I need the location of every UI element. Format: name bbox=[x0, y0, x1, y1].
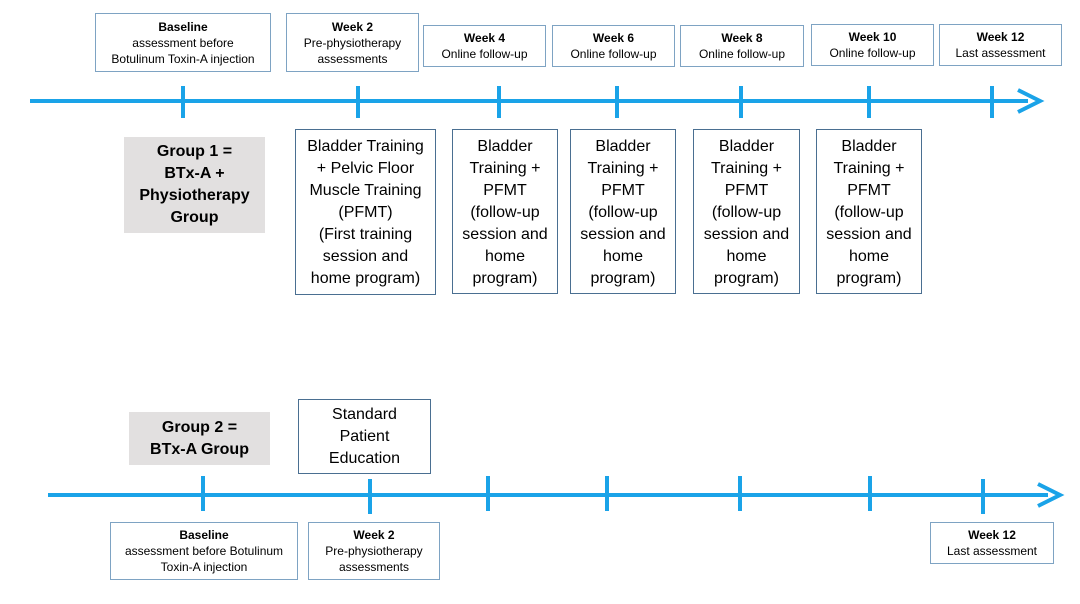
group1-timepoint-baseline: Baseline assessment before Botulinum Tox… bbox=[95, 13, 271, 72]
timepoint-description: assessment before Botulinum Toxin-A inje… bbox=[111, 35, 255, 66]
timepoint-description: Last assessment bbox=[955, 46, 1046, 60]
group2-timeline-arrowhead bbox=[1037, 482, 1065, 508]
timepoint-description: Online follow-up bbox=[698, 47, 786, 61]
timepoint-week-label: Week 12 bbox=[968, 528, 1016, 542]
group1-timepoint-week4: Week 4 Online follow-up bbox=[423, 25, 546, 67]
timepoint-description: assessment before Botulinum Toxin-A inje… bbox=[124, 544, 284, 574]
group1-timepoint-week2: Week 2 Pre-physiotherapy assessments bbox=[286, 13, 419, 72]
timepoint-week-label: Week 8 bbox=[721, 31, 763, 45]
timepoint-week-label: Week 4 bbox=[463, 31, 506, 45]
timepoint-description: Online follow-up bbox=[441, 47, 528, 61]
group1-activity-week4: Bladder Training + PFMT (follow-up sessi… bbox=[452, 129, 558, 294]
group1-activity-week2: Bladder Training + Pelvic Floor Muscle T… bbox=[295, 129, 436, 295]
timepoint-description: Online follow-up bbox=[570, 47, 657, 61]
group1-activity-week6: Bladder Training + PFMT (follow-up sessi… bbox=[570, 129, 676, 294]
group2-activity-week2: Standard Patient Education bbox=[298, 399, 431, 474]
group1-timeline-arrowhead bbox=[1017, 88, 1045, 114]
group1-timepoint-week10: Week 10 Online follow-up bbox=[811, 24, 934, 66]
timepoint-description: Online follow-up bbox=[829, 46, 916, 60]
timepoint-week-label: Week 10 bbox=[848, 30, 897, 44]
group2-timepoint-baseline: Baseline assessment before Botulinum Tox… bbox=[110, 522, 298, 580]
group1-timepoint-week8: Week 8 Online follow-up bbox=[680, 25, 804, 67]
timepoint-week-label: Week 2 bbox=[331, 19, 374, 34]
group2-title: Group 2 = BTx-A Group bbox=[129, 412, 270, 465]
timepoint-description: Pre-physiotherapy assessments bbox=[303, 35, 402, 66]
timepoint-description: Pre-physiotherapy assessments bbox=[325, 544, 423, 574]
group1-activity-week8: Bladder Training + PFMT (follow-up sessi… bbox=[693, 129, 800, 294]
timepoint-week-label: Week 2 bbox=[353, 528, 395, 542]
group1-timepoint-week6: Week 6 Online follow-up bbox=[552, 25, 675, 67]
timepoint-week-label: Baseline bbox=[179, 528, 229, 542]
timepoint-week-label: Week 12 bbox=[976, 30, 1025, 44]
timepoint-week-label: Baseline bbox=[158, 19, 208, 34]
group1-title: Group 1 = BTx-A + Physiotherapy Group bbox=[124, 137, 265, 233]
group2-timepoint-week2: Week 2 Pre-physiotherapy assessments bbox=[308, 522, 440, 580]
group2-timepoint-week12: Week 12 Last assessment bbox=[930, 522, 1054, 564]
group1-timepoint-week12: Week 12 Last assessment bbox=[939, 24, 1062, 66]
timepoint-week-label: Week 6 bbox=[592, 31, 635, 45]
timepoint-description: Last assessment bbox=[946, 544, 1038, 558]
group1-activity-week10: Bladder Training + PFMT (follow-up sessi… bbox=[816, 129, 922, 294]
